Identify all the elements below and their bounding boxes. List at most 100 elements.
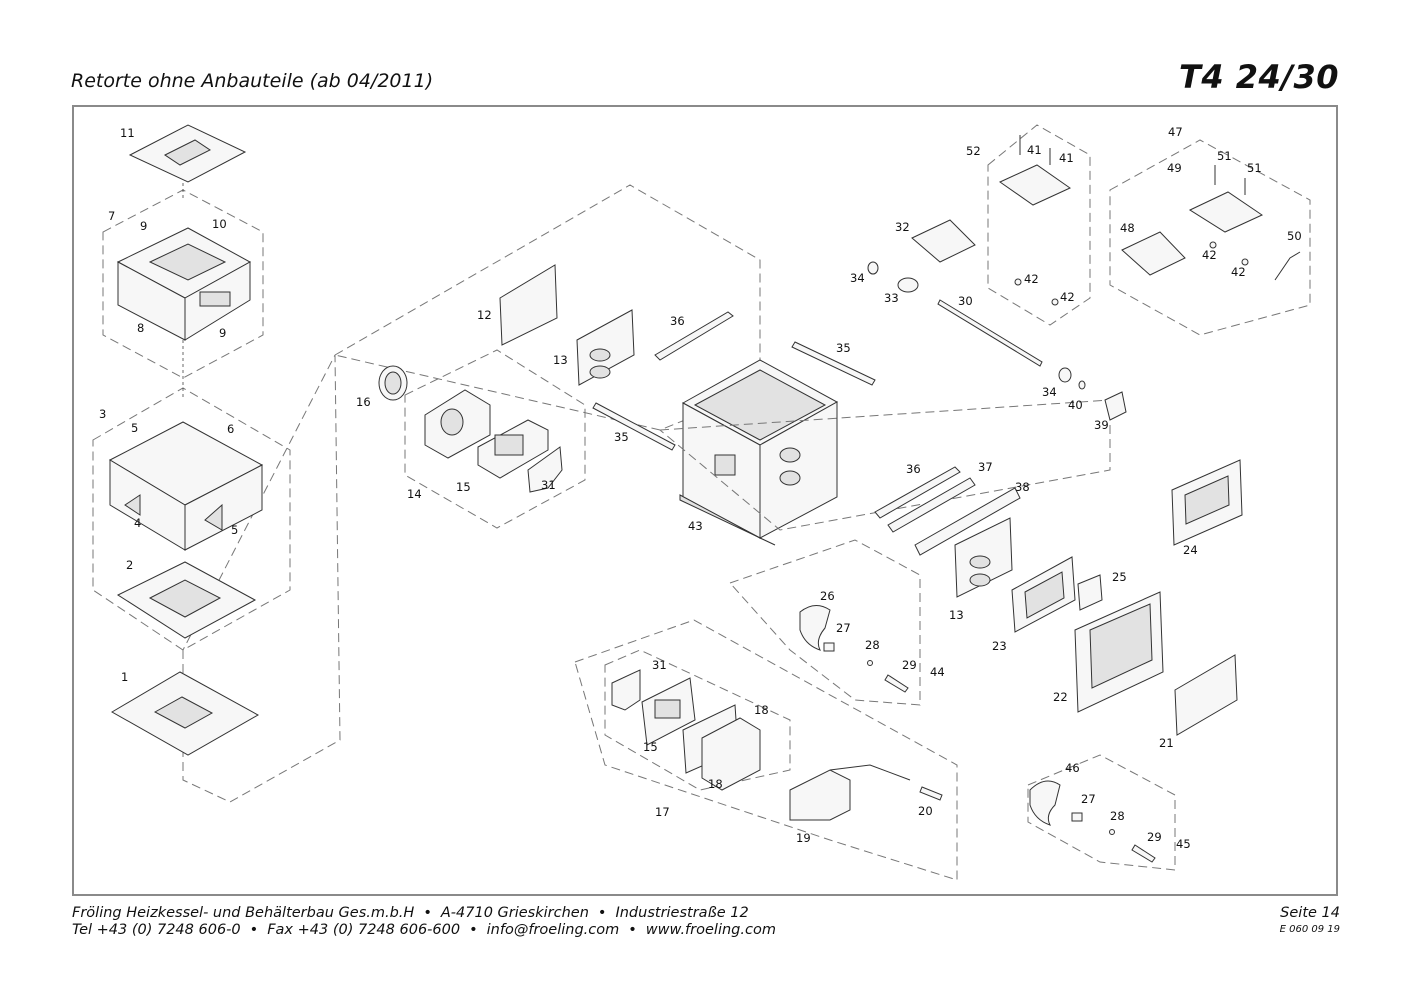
part-1-base-plate — [110, 671, 260, 756]
group-outline-47 — [1109, 139, 1311, 336]
part-label-15: 15 — [643, 740, 658, 754]
page-number: Seite 14 — [1280, 905, 1340, 921]
part-35-bar-upper — [791, 341, 876, 386]
part-label-18: 18 — [708, 777, 723, 791]
group-outline-44 — [729, 539, 921, 706]
part-31-clip-lower — [611, 669, 641, 711]
part-label-9: 9 — [140, 219, 147, 233]
part-label-44: 44 — [930, 665, 945, 679]
part-label-24: 24 — [1183, 543, 1198, 557]
group-outline-rear — [658, 399, 1111, 531]
footer-email[interactable]: info@froeling.com — [486, 922, 620, 938]
part-label-27: 27 — [1081, 792, 1096, 806]
part-3-frame — [108, 421, 264, 551]
part-label-13: 13 — [553, 353, 568, 367]
part-label-29: 29 — [1147, 830, 1162, 844]
part-label-13: 13 — [949, 608, 964, 622]
footer-street: Industriestraße 12 — [615, 905, 749, 921]
footer-website[interactable]: www.froeling.com — [645, 922, 776, 938]
part-label-36: 36 — [906, 462, 921, 476]
part-label-17: 17 — [655, 805, 670, 819]
part-label-3: 3 — [99, 407, 106, 421]
part-34-collar-lower — [1058, 367, 1072, 383]
part-42-nuts — [1014, 278, 1059, 306]
part-7-hood — [116, 227, 252, 341]
part-27-spring — [823, 642, 835, 652]
group-outline-52 — [987, 124, 1091, 326]
part-label-25: 25 — [1112, 570, 1127, 584]
part-label-20: 20 — [918, 804, 933, 818]
part-35-bar-lower — [592, 402, 676, 451]
document-number: E 060 09 19 — [1279, 924, 1340, 935]
part-label-22: 22 — [1053, 690, 1068, 704]
part-50-handle — [1274, 251, 1301, 281]
part-label-34: 34 — [1042, 385, 1057, 399]
part-22-door — [1074, 591, 1164, 713]
part-30-shaft — [937, 299, 1043, 367]
part-label-39: 39 — [1094, 418, 1109, 432]
footer-line-2: Tel +43 (0) 7248 606-0•Fax +43 (0) 7248 … — [72, 922, 776, 938]
part-label-6: 6 — [227, 422, 234, 436]
part-43-retort-body — [679, 359, 839, 546]
part-20-rod — [919, 786, 943, 801]
part-label-26: 26 — [820, 589, 835, 603]
part-label-18: 18 — [754, 703, 769, 717]
part-36-bar-upper — [654, 311, 734, 361]
part-11-cover-plate — [128, 124, 247, 183]
part-label-46: 46 — [1065, 761, 1080, 775]
part-label-49: 49 — [1167, 161, 1182, 175]
part-label-19: 19 — [796, 831, 811, 845]
part-label-5: 5 — [231, 523, 238, 537]
part-label-35: 35 — [614, 430, 629, 444]
footer-fax: Fax +43 (0) 7248 606-600 — [267, 922, 461, 938]
part-2-plate — [116, 561, 257, 639]
part-34-collar-upper — [867, 261, 879, 275]
part-label-21: 21 — [1159, 736, 1174, 750]
part-19-bracket — [789, 764, 911, 821]
part-18-flange-assembly — [682, 704, 761, 791]
part-label-41: 41 — [1059, 151, 1074, 165]
group-outline-15 — [604, 649, 791, 791]
group-outline-17 — [574, 619, 958, 881]
part-label-42: 42 — [1202, 248, 1217, 262]
part-29-pin-lower — [1131, 844, 1156, 863]
footer-contact: Fröling Heizkessel- und Behälterbau Ges.… — [72, 905, 776, 939]
part-label-11: 11 — [120, 126, 135, 140]
part-label-42: 42 — [1024, 272, 1039, 286]
part-13-plate-upper — [576, 309, 635, 386]
part-42-nuts-right — [1209, 241, 1249, 266]
part-27-spring-lower — [1071, 812, 1083, 822]
footer-city: A-4710 Grieskirchen — [440, 905, 589, 921]
part-label-45: 45 — [1176, 837, 1191, 851]
part-label-27: 27 — [836, 621, 851, 635]
part-label-41: 41 — [1027, 143, 1042, 157]
part-46-flap — [1029, 780, 1061, 826]
part-label-4: 4 — [134, 516, 141, 530]
part-label-15: 15 — [456, 480, 471, 494]
part-28-washer-lower — [1109, 829, 1115, 835]
part-41-screws — [1019, 135, 1051, 165]
part-label-42: 42 — [1231, 265, 1246, 279]
part-15-plate-lower — [641, 677, 696, 746]
part-label-9: 9 — [219, 326, 226, 340]
part-label-28: 28 — [865, 638, 880, 652]
part-51-screws — [1214, 165, 1246, 195]
part-26-flap — [799, 605, 831, 651]
part-label-31: 31 — [652, 658, 667, 672]
part-label-47: 47 — [1168, 125, 1183, 139]
part-label-51: 51 — [1247, 161, 1262, 175]
diagram-frame — [72, 105, 1338, 896]
part-40-washer — [1078, 380, 1086, 390]
part-label-28: 28 — [1110, 809, 1125, 823]
part-label-32: 32 — [895, 220, 910, 234]
part-52-grate-plate — [998, 164, 1072, 206]
part-31-clip — [527, 446, 563, 493]
part-28-washer — [867, 660, 873, 666]
footer-line-1: Fröling Heizkessel- und Behälterbau Ges.… — [72, 905, 749, 921]
part-label-43: 43 — [688, 519, 703, 533]
part-label-12: 12 — [477, 308, 492, 322]
part-label-7: 7 — [108, 209, 115, 223]
model-designation: T4 24/30 — [1179, 58, 1339, 96]
part-label-8: 8 — [137, 321, 144, 335]
